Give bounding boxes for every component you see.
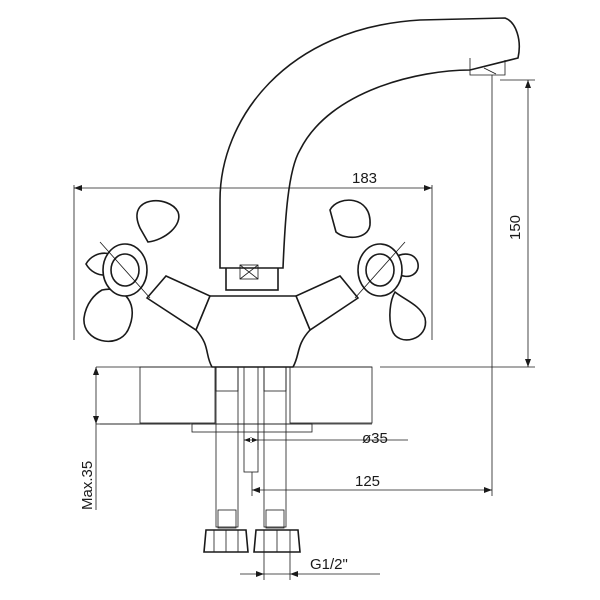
diameter-dimension: ø35: [244, 430, 408, 450]
left-cross-handle: [83, 200, 212, 343]
right-cross-handle: [294, 199, 427, 341]
height-label: 150: [507, 215, 524, 240]
reach-label: 125: [355, 473, 380, 490]
max-thickness-dimension: Max.35: [79, 367, 190, 510]
thread-dimension: G1/2": [240, 552, 380, 580]
thread-label: G1/2": [310, 556, 348, 573]
max-thickness-label: Max.35: [79, 461, 96, 510]
width-dimension: 183: [73, 170, 433, 340]
spout: [219, 17, 521, 280]
faucet-base: [195, 263, 311, 368]
supply-hoses: [203, 366, 301, 553]
width-label: 183: [352, 170, 377, 187]
diameter-label: ø35: [362, 430, 388, 447]
reach-dimension: 125: [251, 75, 493, 496]
height-dimension: 150: [380, 79, 535, 368]
countertop-section: [96, 366, 373, 433]
